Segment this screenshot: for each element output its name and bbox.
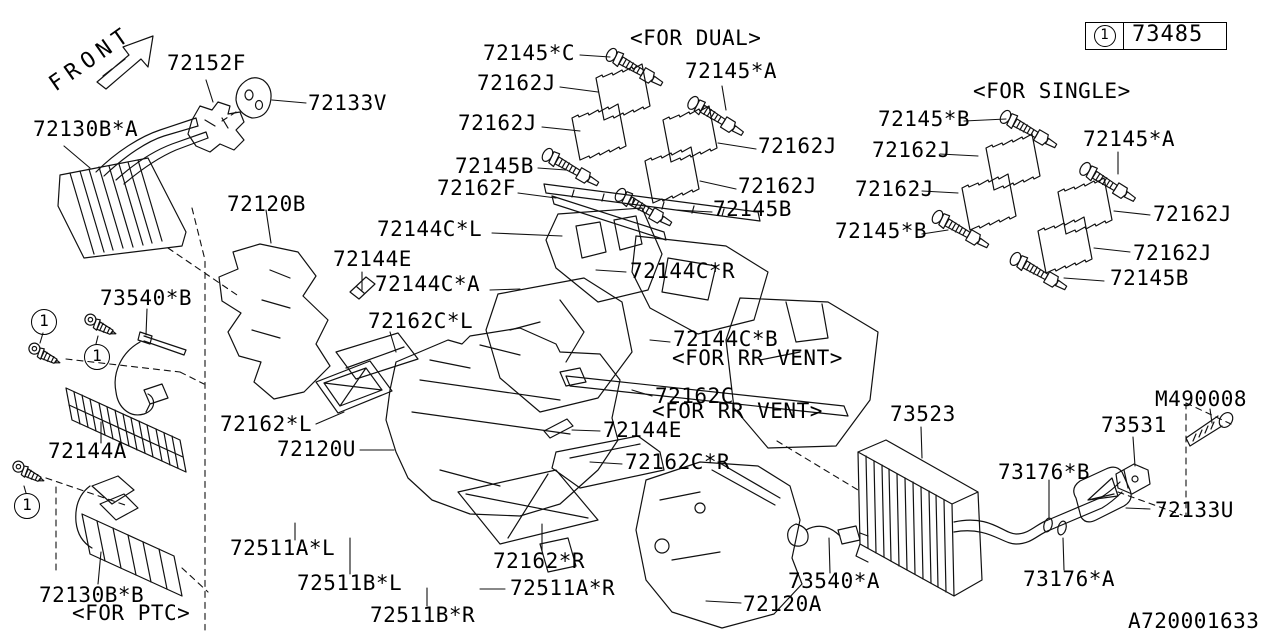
part-number-label: 72162C: [655, 384, 734, 408]
vent-duct-a: [485, 277, 633, 413]
gasket-plate-cr: [551, 435, 665, 489]
part-number-label: 72162C*R: [625, 450, 731, 474]
part-number-label: 72162J: [477, 71, 556, 95]
section-note: <FOR PTC>: [72, 601, 191, 625]
part-number-label: 72145*C: [483, 41, 576, 65]
o-ring-b: [1043, 517, 1053, 533]
part-number-label: 72120U: [277, 437, 356, 461]
part-number-label: 72145B: [713, 197, 792, 221]
clip-top: [349, 276, 376, 300]
circled-index-icon: 1: [14, 493, 40, 519]
circled-index-icon: 1: [31, 309, 57, 335]
ptc-heater-element: [75, 475, 183, 597]
part-number-label: 72145B: [1110, 266, 1189, 290]
part-number-label: 72145*B: [878, 107, 971, 131]
evaporator-pipes: [953, 481, 1123, 545]
part-number-label: 72162J: [738, 174, 817, 198]
part-number-label: 72120B: [227, 192, 306, 216]
part-number-label: 72145*B: [835, 219, 928, 243]
gasket-plate-cl: [335, 332, 419, 380]
part-number-label: 72162J: [458, 111, 537, 135]
legend-part-number: 73485: [1132, 22, 1204, 47]
part-number-label: 72130B*B: [39, 583, 145, 607]
part-number-label: 72162J: [758, 134, 837, 158]
circled-index-icon: 1: [1093, 25, 1116, 47]
part-number-label: 73540*B: [100, 286, 193, 310]
gasket-plate-r: [457, 469, 599, 573]
part-number-label: 73540*A: [788, 569, 881, 593]
ptc-filter-grid: [65, 387, 187, 473]
part-number-label: 72145*A: [685, 59, 778, 83]
part-number-label: 72144C*B: [673, 327, 779, 351]
vent-duct-right: [631, 235, 769, 335]
part-number-label: 72162J: [855, 177, 934, 201]
part-number-label: 72144C*R: [630, 259, 736, 283]
part-number-label: 73176*A: [1023, 567, 1116, 591]
section-note: <FOR RR VENT>: [672, 346, 843, 370]
tapping-screw: [25, 340, 64, 368]
part-number-label: 72162F: [437, 176, 516, 200]
rr-vent-seal-strip: [559, 367, 849, 417]
part-number-label: 72511B*L: [297, 571, 403, 595]
part-number-label: 72144E: [333, 247, 412, 271]
circled-index-icon: 1: [84, 344, 110, 370]
section-note: <FOR SINGLE>: [973, 79, 1131, 103]
front-arrow-icon: [96, 35, 154, 90]
part-number-label: 72144C*A: [375, 272, 481, 296]
part-number-label: M490008: [1155, 387, 1248, 411]
o-ring-a: [1057, 520, 1067, 536]
section-note: <FOR RR VENT>: [652, 399, 823, 423]
part-number-label: 72120A: [743, 592, 822, 616]
part-number-label: 72162C*L: [368, 309, 474, 333]
legend-box: 1 73485: [1085, 22, 1227, 50]
hvac-main-unit: [385, 327, 621, 517]
part-number-label: 72162*L: [220, 412, 313, 436]
part-number-label: 72130B*A: [33, 117, 139, 141]
part-number-label: 72144C*L: [377, 217, 483, 241]
thermo-sensor-a: [787, 523, 869, 547]
part-number-label: 73523: [890, 402, 956, 426]
assembly-dashed-lines: [45, 111, 1232, 631]
part-number-label: 73176*B: [998, 460, 1091, 484]
part-number-label: 72511A*R: [510, 576, 616, 600]
lower-case-unit: [635, 461, 803, 629]
part-number-label: 72162J: [1133, 241, 1212, 265]
part-number-label: 72152F: [167, 51, 246, 75]
vent-duct-left: [545, 207, 663, 303]
part-number-label: 72144E: [603, 418, 682, 442]
part-number-label: 72145*A: [1083, 127, 1176, 151]
part-number-label: 72162*R: [493, 549, 586, 573]
heater-core-front: [57, 117, 209, 259]
gasket-plate-l: [315, 360, 393, 414]
part-number-label: 72144A: [48, 439, 127, 463]
leader-lines: [23, 54, 1213, 607]
thermo-sensor-b: [114, 331, 187, 416]
pipe-grommet: [235, 77, 272, 119]
evaporator: [855, 439, 983, 597]
part-number-label: 72133U: [1155, 498, 1234, 522]
expansion-valve: [1115, 463, 1151, 495]
pipe-bracket: [187, 101, 245, 153]
part-number-label: 72162J: [1153, 202, 1232, 226]
part-number-label: 72162J: [872, 138, 951, 162]
part-number-label: 72511B*R: [370, 603, 476, 627]
dual-gasket-set: [539, 46, 761, 241]
heater-case: [218, 243, 331, 400]
part-number-label: 73531: [1101, 413, 1167, 437]
vent-duct-b: [725, 297, 879, 449]
part-number-label: 72133V: [308, 91, 387, 115]
tapping-screw: [81, 311, 120, 339]
part-number-label: 72511A*L: [230, 536, 336, 560]
drawing-number: A720001633: [1128, 609, 1260, 633]
tapping-screw: [9, 458, 48, 486]
clip-bottom: [543, 418, 574, 439]
part-number-label: 72145B: [455, 154, 534, 178]
pipe-grommet-plate: [1073, 466, 1132, 523]
section-note: <FOR DUAL>: [630, 26, 762, 50]
legend-index-cell: 1: [1086, 23, 1124, 49]
